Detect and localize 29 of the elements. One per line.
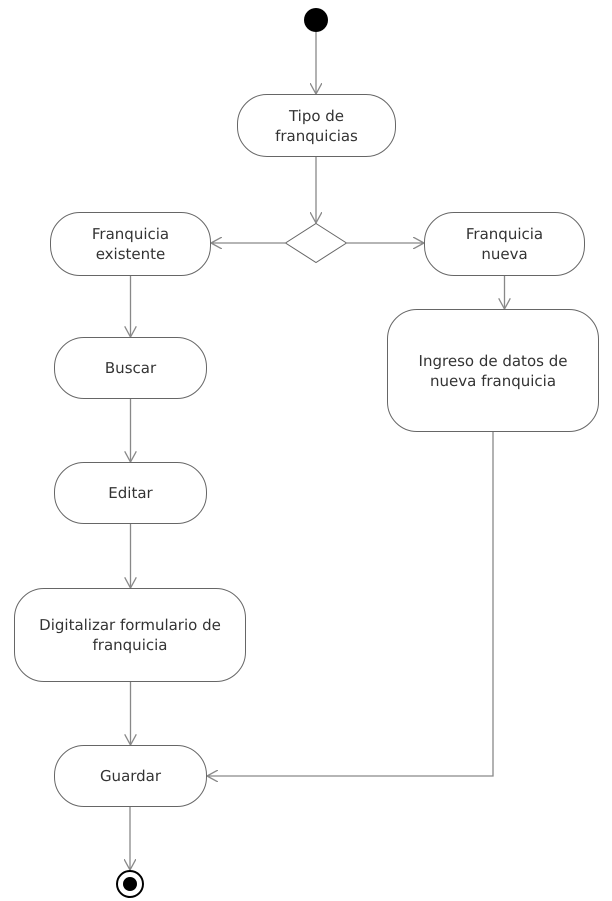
- action-box: [14, 588, 246, 682]
- action-label: Ingreso de datos de nueva franquicia: [418, 350, 568, 390]
- action-label: Digitalizar formulario de franquicia: [38, 615, 222, 655]
- action-box: [424, 212, 585, 276]
- arrow: [124, 524, 138, 589]
- arrow: [347, 236, 425, 250]
- action-label: Tipo de franquicias: [274, 106, 359, 146]
- arrow: [123, 807, 137, 871]
- arrow: [210, 236, 285, 250]
- action-label: Franquicia existente: [90, 224, 170, 264]
- arrow: [124, 682, 138, 746]
- action-label: Guardar: [100, 766, 162, 786]
- action-label: Franquicia nueva: [464, 224, 544, 264]
- arrow: [124, 399, 138, 463]
- action-box: [50, 212, 211, 276]
- start-node: [304, 8, 328, 32]
- action-box: [237, 94, 396, 157]
- action-box: [387, 309, 599, 432]
- action-box: [54, 745, 207, 807]
- end-node: [116, 870, 144, 898]
- action-label: Editar: [108, 483, 153, 503]
- action-label: Buscar: [104, 358, 156, 378]
- arrow: [309, 157, 323, 224]
- action-box: [54, 337, 207, 399]
- arrow: [206, 432, 494, 783]
- arrow: [124, 276, 138, 338]
- arrow: [309, 32, 323, 95]
- decision-diamond: [285, 223, 347, 263]
- arrow: [498, 276, 512, 310]
